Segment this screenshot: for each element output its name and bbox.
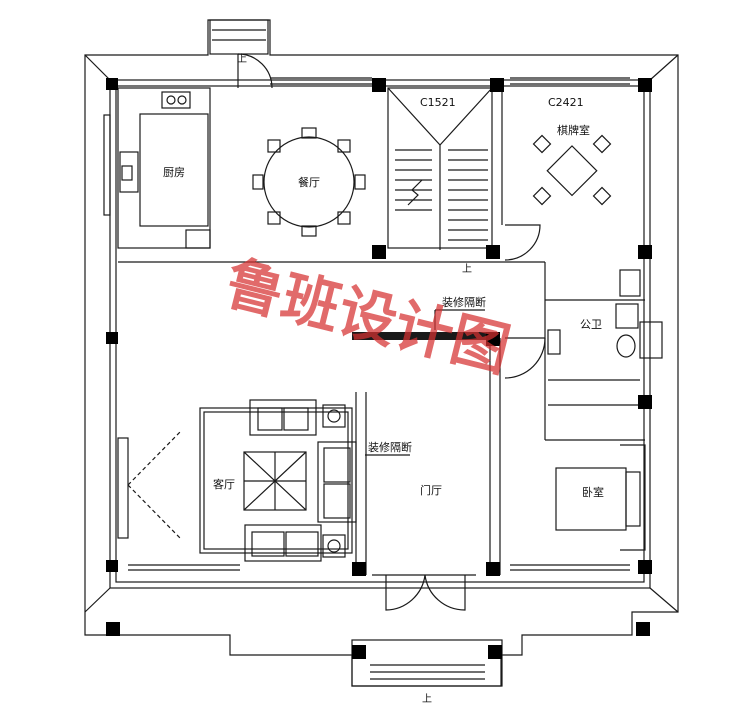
toilet-icon bbox=[616, 334, 636, 358]
dining-table bbox=[263, 136, 355, 228]
room-label-bathroom: 公卫 bbox=[580, 318, 602, 331]
stove-icon bbox=[161, 91, 191, 109]
tv-cabinet bbox=[117, 437, 129, 539]
room-label-living: 客厅 bbox=[213, 477, 235, 491]
up-label-rear: 上 bbox=[237, 53, 247, 65]
kitchen-counter bbox=[139, 113, 209, 227]
structural-columns bbox=[106, 78, 652, 659]
sofa-top bbox=[249, 399, 317, 436]
bathroom-sink bbox=[619, 269, 641, 297]
room-label-foyer: 门厅 bbox=[420, 483, 442, 497]
front-door-swing bbox=[385, 574, 466, 611]
decor-partition-bar bbox=[352, 332, 492, 340]
chess-room-door-swing bbox=[504, 224, 541, 261]
eave-diagonal bbox=[84, 54, 111, 81]
up-label-porch: 上 bbox=[422, 693, 432, 705]
sofa-bottom bbox=[244, 524, 322, 562]
room-label-bedroom: 卧室 bbox=[582, 485, 604, 499]
up-label-stair: 上 bbox=[462, 263, 472, 275]
chess-table bbox=[546, 145, 598, 197]
kitchen-outline bbox=[117, 87, 211, 249]
room-label-kitchen: 厨房 bbox=[163, 166, 185, 179]
porch bbox=[351, 639, 503, 687]
roof-eave-outline bbox=[84, 19, 679, 687]
partition-label-top: 装修隔断 bbox=[442, 295, 486, 309]
bed bbox=[555, 467, 627, 531]
sofa-right bbox=[317, 441, 357, 523]
room-label-dining: 餐厅 bbox=[298, 175, 320, 189]
window-code-c1521: C1521 bbox=[420, 96, 456, 109]
partition-label-side: 装修隔断 bbox=[368, 440, 412, 454]
room-label-chess: 棋牌室 bbox=[557, 123, 590, 137]
rear-door-swing bbox=[237, 53, 273, 89]
window-code-c2421: C2421 bbox=[548, 96, 584, 109]
chimney bbox=[209, 19, 269, 55]
sink-icon bbox=[119, 151, 139, 193]
